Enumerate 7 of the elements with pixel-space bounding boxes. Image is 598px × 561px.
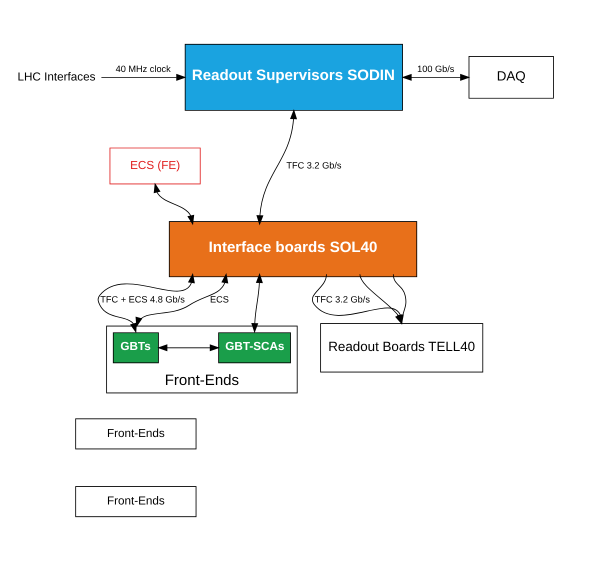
edge-label: 40 MHz clock	[116, 64, 171, 74]
edge-label: 100 Gb/s	[417, 64, 454, 74]
edge-label: TFC 3.2 Gb/s	[286, 160, 342, 170]
edge-label: TFC + ECS 4.8 Gb/s	[100, 294, 185, 304]
edge-label: TFC 3.2 Gb/s	[314, 294, 370, 304]
edge-label: ECS	[210, 294, 229, 304]
node-text: LHC Interfaces	[17, 70, 96, 84]
